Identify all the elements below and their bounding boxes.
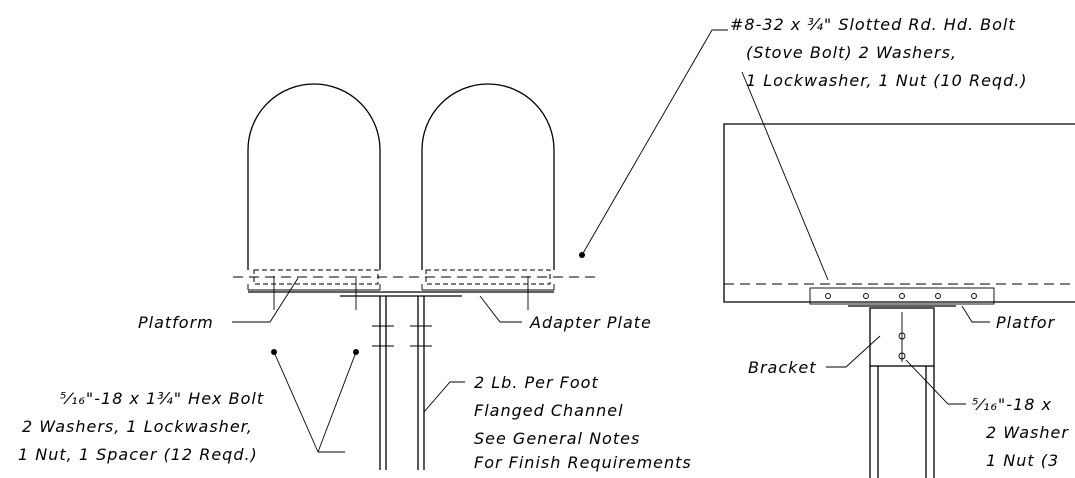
channel-line1: 2 Lb. Per Foot xyxy=(474,373,599,392)
platform-right xyxy=(421,269,555,291)
leader-stove-bolt xyxy=(579,29,829,281)
hex-bolt-line2: 2 Washers, 1 Lockwasher, xyxy=(22,417,253,436)
leader-right-bolt xyxy=(905,359,966,405)
leader-channel xyxy=(423,381,465,413)
hex-bolt-line3: 1 Nut, 1 Spacer (12 Reqd.) xyxy=(18,445,258,464)
side-view-housing xyxy=(723,123,1075,303)
stove-bolt-line1: #8-32 x ¾" Slotted Rd. Hd. Bolt xyxy=(730,15,1016,34)
hex-bolt-line1: ⁵⁄₁₆"-18 x 1¾" Hex Bolt xyxy=(60,389,264,408)
right-bolt-line1: ⁵⁄₁₆"-18 x xyxy=(972,395,1052,414)
channel-line2: Flanged Channel xyxy=(474,401,624,420)
adapter-plate-label: Adapter Plate xyxy=(529,313,652,332)
platform-left-label: Platform xyxy=(138,313,214,332)
channel-line3: See General Notes xyxy=(474,429,640,448)
leader-platform-right xyxy=(961,305,990,323)
right-bolt-line2: 2 Washer xyxy=(986,423,1069,442)
signal-head-left xyxy=(247,83,381,270)
platform-right-label: Platfor xyxy=(996,313,1056,332)
platform-left xyxy=(247,269,381,291)
leader-adapter-plate xyxy=(479,295,522,323)
adapter-plate xyxy=(248,291,554,297)
bracket-label: Bracket xyxy=(748,358,817,377)
right-bolt-line3: 1 Nut (3 xyxy=(986,451,1059,470)
signal-head-right xyxy=(421,83,555,270)
stove-bolt-line3: 1 Lockwasher, 1 Nut (10 Reqd.) xyxy=(746,71,1028,90)
leader-bracket xyxy=(826,335,881,368)
side-view-platform xyxy=(809,287,995,307)
leader-platform-left xyxy=(232,277,299,323)
channel-line4: For Finish Requirements xyxy=(474,453,692,472)
side-view-bracket xyxy=(869,307,935,367)
leader-hex-bolt xyxy=(271,349,359,453)
stove-bolt-line2: (Stove Bolt) 2 Washers, xyxy=(746,43,957,62)
side-view-channel xyxy=(869,366,935,478)
flanged-channel xyxy=(372,296,432,470)
